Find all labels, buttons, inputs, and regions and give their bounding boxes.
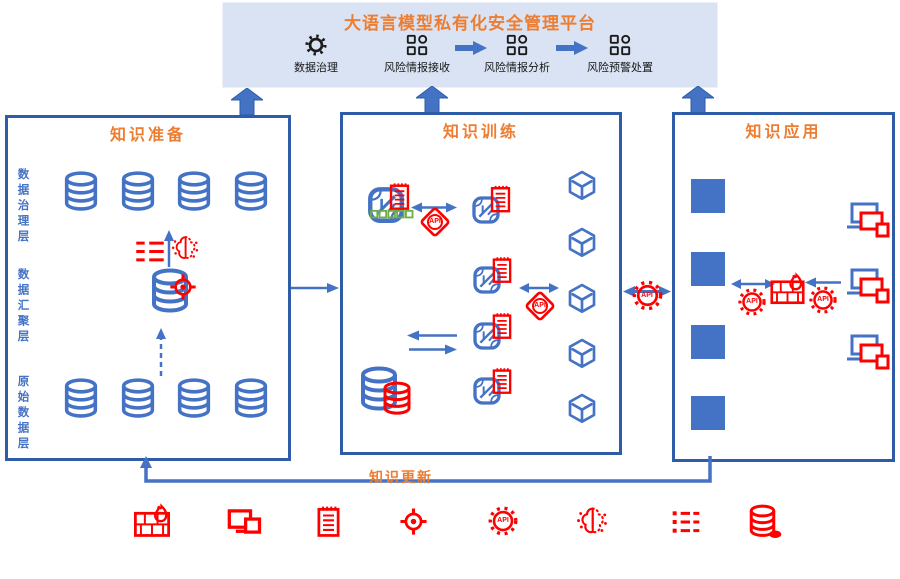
list-icon: [670, 506, 702, 538]
api-label: API: [534, 302, 546, 309]
layer-label-raw-data: 原始数据层: [16, 375, 29, 453]
panel-knowledge-apply: 知识应用: [672, 112, 895, 462]
notepad-icon: [312, 504, 345, 538]
connector-arrow-right-icon: [291, 283, 339, 293]
database-icon: [229, 170, 273, 213]
cube-icon: [566, 393, 598, 425]
panel-title: 知识训练: [442, 124, 519, 141]
dashed-arrow-up-icon: [156, 328, 166, 376]
arrow-left-icon: [407, 330, 457, 341]
double-arrow-icon: [519, 283, 559, 293]
service-block: [691, 179, 725, 213]
flow-arrow-right-icon: [455, 41, 487, 55]
progress-segments-icon: [370, 208, 414, 221]
database-icon: [172, 170, 216, 213]
service-block: [691, 325, 725, 359]
target-icon: [167, 271, 199, 303]
platform-step-data-governance: 数据治理: [277, 32, 355, 75]
database-icon: [116, 377, 160, 420]
database-icon: [229, 377, 273, 420]
brain-icon: [575, 505, 609, 539]
flow-arrow-right-icon: [556, 41, 588, 55]
screens-icon: [226, 506, 262, 537]
grid-icon: [504, 32, 530, 58]
brain-icon: [170, 233, 200, 265]
layer-label-governance: 数据治理层: [16, 168, 29, 246]
layer-label-aggregation: 数据汇聚层: [16, 268, 29, 346]
api-label: API: [429, 218, 441, 225]
grid-icon: [607, 32, 633, 58]
notepad-icon: [488, 365, 516, 396]
platform-step-risk-intel-analyze: 风险情报分析: [477, 32, 557, 75]
service-block: [691, 252, 725, 286]
cube-icon: [566, 338, 598, 370]
feedback-loop-line: [140, 456, 712, 483]
step-label: 风险情报接收: [384, 62, 450, 74]
double-arrow-icon: [731, 279, 775, 289]
database-icon: [59, 377, 103, 420]
arrow-up-icon: [164, 230, 174, 267]
cube-icon: [566, 283, 598, 315]
platform-step-risk-alert-handle: 风险预警处置: [578, 32, 662, 75]
client-devices-icon: [840, 333, 892, 377]
panel-knowledge-train: 知识训练: [340, 112, 622, 455]
block-arrow-up-icon: [682, 86, 714, 113]
database-icon: [379, 380, 415, 417]
arrow-left-icon: [805, 277, 841, 288]
database-icon: [116, 170, 160, 213]
double-arrow-icon: [411, 202, 457, 213]
platform-box: 大语言模型私有化安全管理平台: [222, 2, 718, 88]
panel-title: 知识应用: [745, 124, 822, 141]
firewall-icon: [133, 503, 171, 541]
database-icon: [59, 170, 103, 213]
target-icon: [397, 505, 430, 538]
cube-icon: [566, 227, 598, 259]
platform-step-risk-intel-receive: 风险情报接收: [377, 32, 457, 75]
knowledge-update-label: 知识更新: [369, 469, 433, 485]
cube-icon: [566, 170, 598, 202]
api-label: API: [817, 296, 829, 303]
api-label: API: [641, 292, 653, 299]
client-devices-icon: [840, 201, 892, 245]
gear-icon: [303, 32, 329, 58]
firewall-icon: [769, 272, 806, 308]
notepad-icon: [488, 254, 516, 285]
step-label: 风险预警处置: [587, 62, 653, 74]
panel-title: 知识准备: [109, 127, 186, 144]
service-block: [691, 396, 725, 430]
grid-icon: [404, 32, 430, 58]
step-label: 风险情报分析: [484, 62, 550, 74]
api-label: API: [497, 517, 509, 524]
block-arrow-up-icon: [416, 86, 448, 113]
block-arrow-up-icon: [231, 88, 263, 115]
api-label: API: [746, 298, 758, 305]
database-icon: [172, 377, 216, 420]
client-devices-icon: [840, 267, 892, 311]
panel-knowledge-prepare: 知识准备 数据治理层 数据汇聚层 原始数据层: [5, 115, 291, 461]
database-icon: [746, 503, 782, 540]
arrow-right-icon: [409, 344, 457, 355]
notepad-icon: [486, 183, 515, 214]
platform-title: 大语言模型私有化安全管理平台: [344, 14, 596, 33]
notepad-icon: [488, 310, 516, 341]
step-label: 数据治理: [294, 62, 338, 74]
